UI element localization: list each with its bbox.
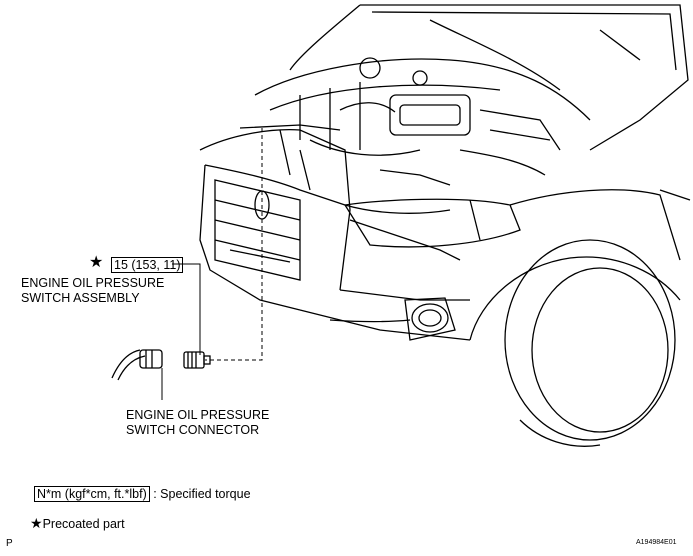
- assembly-label-line2: SWITCH ASSEMBLY: [21, 291, 140, 305]
- front-fascia: [199, 129, 471, 341]
- connector-label: ENGINE OIL PRESSURE SWITCH CONNECTOR: [126, 408, 269, 438]
- connector-label-line2: SWITCH CONNECTOR: [126, 423, 260, 437]
- leader-line-dashed: [205, 128, 263, 361]
- oil-pressure-switch: [183, 351, 211, 369]
- figure-id: A194984E01: [636, 539, 677, 546]
- legend-torque-text: : Specified torque: [153, 487, 251, 501]
- headlight: [343, 198, 521, 248]
- switch-connector: [111, 349, 163, 400]
- legend-precoated: ★Precoated part: [30, 516, 125, 532]
- torque-value-box: 15 (153, 11): [111, 257, 184, 273]
- page-letter: P: [6, 538, 13, 549]
- leader-line-torque: [172, 263, 201, 355]
- precoated-star-icon: ★: [89, 254, 104, 271]
- assembly-label: ENGINE OIL PRESSURE SWITCH ASSEMBLY: [21, 276, 164, 306]
- legend-precoated-text: Precoated part: [42, 517, 125, 531]
- fog-lamp: [404, 297, 456, 341]
- legend-torque-unit-box: N*m (kgf*cm, ft.*lbf): [34, 486, 150, 502]
- assembly-label-line1: ENGINE OIL PRESSURE: [21, 276, 165, 290]
- raised-hood: [289, 4, 689, 151]
- legend-torque: N*m (kgf*cm, ft.*lbf) : Specified torque: [34, 486, 251, 502]
- engine-bay: [239, 57, 591, 191]
- legend-star-icon: ★: [30, 515, 43, 531]
- fender-wheel: [469, 189, 691, 447]
- connector-label-line1: ENGINE OIL PRESSURE: [126, 408, 270, 422]
